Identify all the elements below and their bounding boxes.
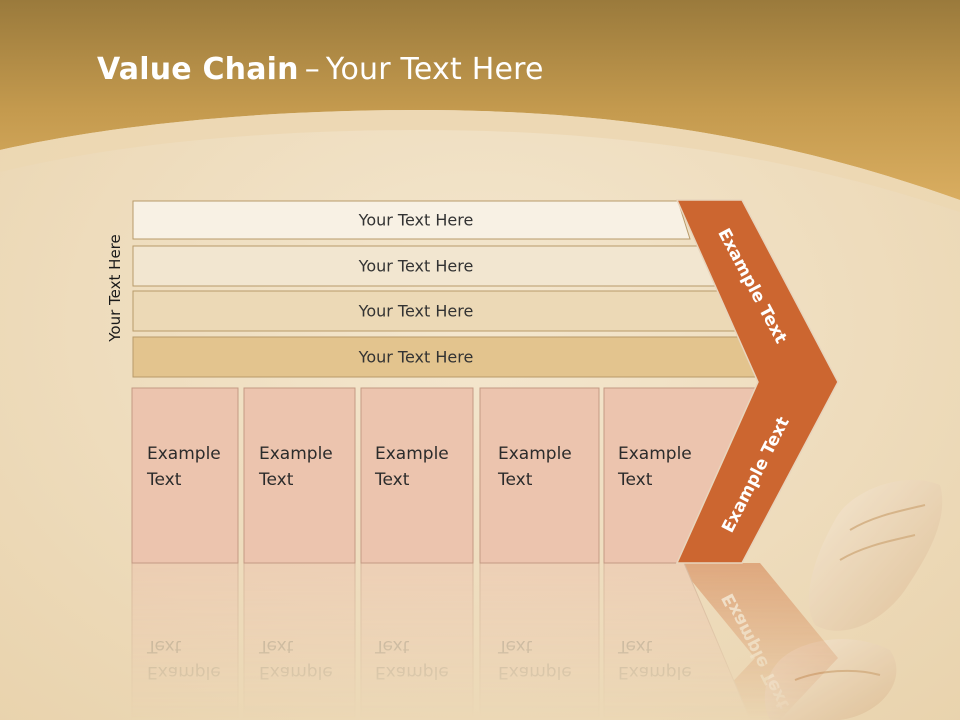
title-bold: Value Chain [97,52,299,87]
activity-box-2-line1-reflection: Example [259,662,333,682]
row-label-1: Your Text Here [358,211,474,230]
activity-box-1-line2-reflection: Text [146,636,182,656]
chevron-arrow [675,199,839,564]
row-label-4: Your Text Here [358,348,474,367]
activity-box-2 [243,387,356,564]
activity-box-3-line1-reflection: Example [375,662,449,682]
activity-box-3 [360,387,474,564]
activity-box-1-line2: Text [146,470,182,490]
activity-box-5-line2-reflection: Text [617,636,653,656]
activity-box-4-line2: Text [497,470,533,490]
row-band-1 [132,200,691,240]
arrow-reflection [677,563,838,720]
activity-box-1 [131,387,239,564]
activity-box-3-line2: Text [374,470,410,490]
activity-box-1-line1: Example [147,444,221,464]
activity-box-2-line1: Example [259,444,333,464]
activity-box-4-line2-reflection: Text [497,636,533,656]
activity-box-3-line1: Example [375,444,449,464]
activity-box-2-line2-reflection: Text [258,636,294,656]
title-rest: Your Text Here [325,52,544,87]
activity-box-3-line2-reflection: Text [374,636,410,656]
activity-box-5-line1-reflection: Example [618,662,692,682]
activity-box-5-line1: Example [618,444,692,464]
title-dash: – [304,52,320,87]
slide-title: Value Chain–Your Text Here [97,52,544,87]
row-label-3: Your Text Here [358,302,474,321]
activity-box-4-line1-reflection: Example [498,662,572,682]
activity-box-5-line2: Text [617,470,653,490]
activity-box-1-line1-reflection: Example [147,662,221,682]
activity-box-4 [479,387,600,564]
row-label-2: Your Text Here [358,257,474,276]
activity-box-2-line2: Text [258,470,294,490]
activity-box-4-line1: Example [498,444,572,464]
